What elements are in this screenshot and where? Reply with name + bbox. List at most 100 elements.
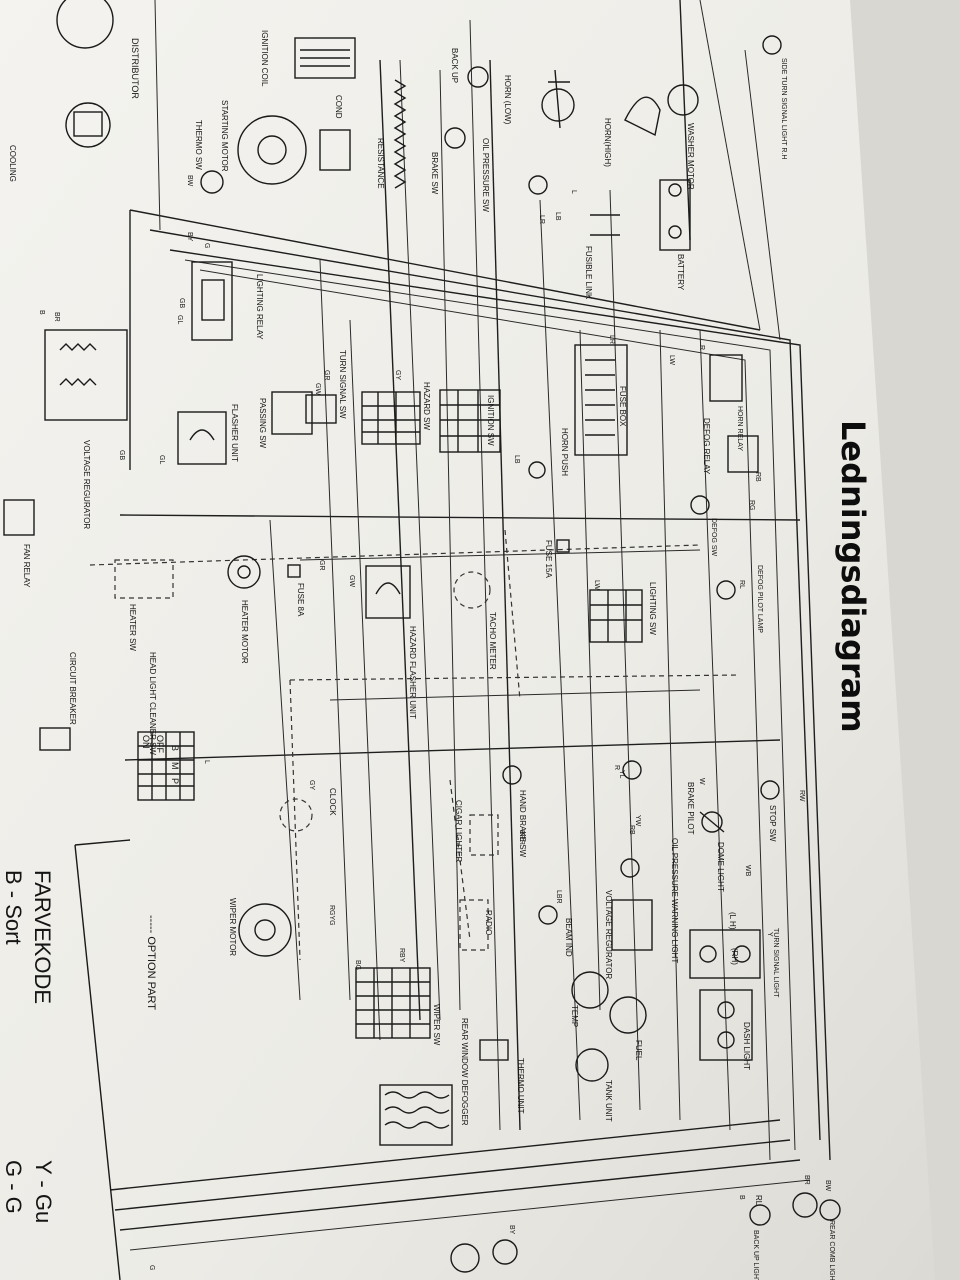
symbol-temp-gauge bbox=[571, 971, 609, 1009]
symbol-fan-relay bbox=[3, 499, 35, 536]
symbol-rear-window-defogger bbox=[379, 1084, 453, 1146]
wire-code-label: L bbox=[570, 190, 577, 194]
wire-code-label: RB bbox=[628, 825, 635, 835]
label-tank-unit: TANK UNIT bbox=[604, 1080, 613, 1122]
table-header-m: M bbox=[170, 762, 180, 770]
symbol-defog-relay bbox=[727, 435, 759, 473]
wire-code-label: GB bbox=[178, 298, 185, 308]
wire-code-label: GL bbox=[158, 455, 165, 464]
label-horn-high: HORN(HIGH) bbox=[603, 118, 612, 167]
symbol-heater-sw bbox=[114, 559, 174, 599]
colour-code-entry-1: Y - Gu bbox=[31, 1160, 56, 1223]
wire-code-label: RB bbox=[754, 472, 761, 482]
paper-sheet bbox=[0, 0, 935, 1280]
label-heater-motor: HEATER MOTOR bbox=[240, 600, 249, 664]
symbol-defog-sw bbox=[690, 495, 710, 515]
symbol-circuit-breaker bbox=[39, 727, 71, 751]
label-heater-sw: HEATER SW bbox=[128, 604, 137, 651]
wire-code-label: GL bbox=[176, 315, 183, 324]
symbol-head-light-cleaner-sw bbox=[137, 731, 195, 801]
wire-code-label: LW bbox=[593, 580, 600, 590]
label-starting-motor: STARTING MOTOR bbox=[220, 100, 229, 172]
page-title: Ledningsdiagram bbox=[834, 420, 872, 733]
symbol-fusible-link bbox=[590, 214, 620, 236]
wire-code-label: GY bbox=[308, 780, 315, 790]
label-fuse-8a: FUSE 8A bbox=[296, 583, 305, 617]
wire-code-label: R bbox=[613, 765, 620, 770]
symbol-voltage-regulator-right bbox=[611, 899, 653, 951]
label-temp: TEMP bbox=[570, 1005, 579, 1027]
symbol-side-turn-signal bbox=[762, 35, 782, 55]
label-rear-combination: REAR COMB LIGHT R.H bbox=[828, 1220, 835, 1280]
label-stop-sw: STOP SW bbox=[768, 805, 777, 842]
symbol-tank-unit bbox=[575, 1048, 609, 1082]
wire-code-label: LR bbox=[608, 335, 615, 344]
label-turn-signal-sw: TURN SIGNAL SW bbox=[338, 350, 347, 419]
label-dash-light: DASH LIGHT bbox=[742, 1022, 751, 1070]
symbol-resistance bbox=[393, 79, 407, 189]
symbol-fuse-box bbox=[574, 344, 628, 456]
label-oil-pressure-sw: OIL PRESSURE SW bbox=[481, 138, 490, 212]
symbol-passing-sw bbox=[271, 391, 313, 435]
label-brake-sw: BRAKE SW bbox=[430, 152, 439, 195]
table-header-p: P bbox=[170, 778, 180, 784]
wire-code-label: GR bbox=[318, 560, 325, 571]
wire-code-label: BY bbox=[508, 1225, 515, 1235]
label-wiper-motor: WIPER MOTOR bbox=[228, 898, 237, 956]
wire-code-label: LB bbox=[513, 455, 520, 464]
label-ignition-sw: IGNITION SW bbox=[486, 395, 495, 446]
symbol-brake-pilot bbox=[622, 760, 642, 780]
label-tacho-meter: TACHO METER bbox=[488, 612, 497, 670]
symbol-flasher-unit bbox=[177, 411, 227, 465]
label-washer-motor: WASHER MOTOR bbox=[686, 123, 695, 190]
wire-code-label: Y bbox=[766, 932, 773, 937]
wire-code-label: BY bbox=[186, 232, 193, 242]
symbol-fuse-15a bbox=[556, 539, 570, 553]
label-clock: CLOCK bbox=[328, 788, 337, 816]
symbol-horn-push bbox=[528, 461, 546, 479]
wire-code-label: RBY bbox=[398, 948, 405, 963]
label-turn-signal-light: TURN SIGNAL LIGHT bbox=[772, 928, 779, 998]
symbol-starting-motor bbox=[237, 115, 351, 185]
label-resistance: RESISTANCE bbox=[376, 138, 385, 189]
symbol-fuse-8a bbox=[287, 564, 301, 578]
label-horn-relay: HORN RELAY bbox=[736, 406, 743, 451]
label-flasher-unit: FLASHER UNIT bbox=[230, 404, 239, 462]
colour-code-title: FARVEKODE bbox=[30, 870, 55, 1004]
symbol-hand-brake-sw bbox=[502, 765, 522, 785]
label-distributor: DISTRIBUTOR bbox=[130, 38, 140, 99]
pin-label-rh: (RH) bbox=[730, 948, 739, 965]
label-voltage-regulator-r: VOLTAGE REGURATOR bbox=[604, 890, 613, 979]
label-back-up: BACK UP bbox=[450, 48, 459, 83]
symbol-lighting-sw bbox=[589, 589, 643, 643]
symbol-voltage-regulator-left bbox=[44, 329, 128, 421]
label-cigar-lighter: CIGAR LIGHTER bbox=[454, 800, 463, 862]
table-row-off: OFF bbox=[155, 735, 165, 753]
symbol-clock bbox=[279, 798, 313, 832]
wire-code-label: G bbox=[148, 1265, 155, 1270]
symbol-washer-motor bbox=[667, 84, 699, 116]
label-cooling: COOLING bbox=[8, 145, 17, 182]
symbol-oil-pressure-warning-light bbox=[620, 858, 640, 878]
table-row-on: ON bbox=[141, 735, 151, 749]
wire-code-label: LB bbox=[554, 212, 561, 221]
symbol-dash-light bbox=[699, 989, 753, 1061]
label-rear-window-defogger: REAR WINDOW DEFOGGER bbox=[460, 1018, 469, 1126]
label-fuse-box: FUSE BOX bbox=[618, 386, 627, 427]
wire-code-label: LR bbox=[538, 215, 545, 224]
option-lines bbox=[89, 529, 741, 961]
symbol-wiper-sw bbox=[355, 967, 431, 1039]
label-voltage-regulator-l: VOLTAGE REGURATOR bbox=[82, 440, 91, 529]
wire-code-label: RW bbox=[798, 790, 805, 802]
colour-code-entry-2: B - Sort bbox=[1, 870, 26, 945]
wire-code-label: LBR bbox=[555, 890, 562, 904]
label-hand-brake-sw: HAND BRAKE SW bbox=[518, 790, 527, 858]
wire-code-label: GR bbox=[323, 370, 330, 381]
symbol-thermo-unit bbox=[479, 1039, 509, 1061]
label-fan-relay: FAN RELAY bbox=[22, 544, 31, 588]
label-radio: RADIO bbox=[484, 910, 493, 935]
wire-code-label: RG bbox=[748, 500, 755, 511]
label-head-light-cleaner-sw: HEAD LIGHT CLEANER SW bbox=[148, 652, 157, 755]
label-hazard-flasher-unit: HAZARD FLASHER UNIT bbox=[408, 626, 417, 719]
